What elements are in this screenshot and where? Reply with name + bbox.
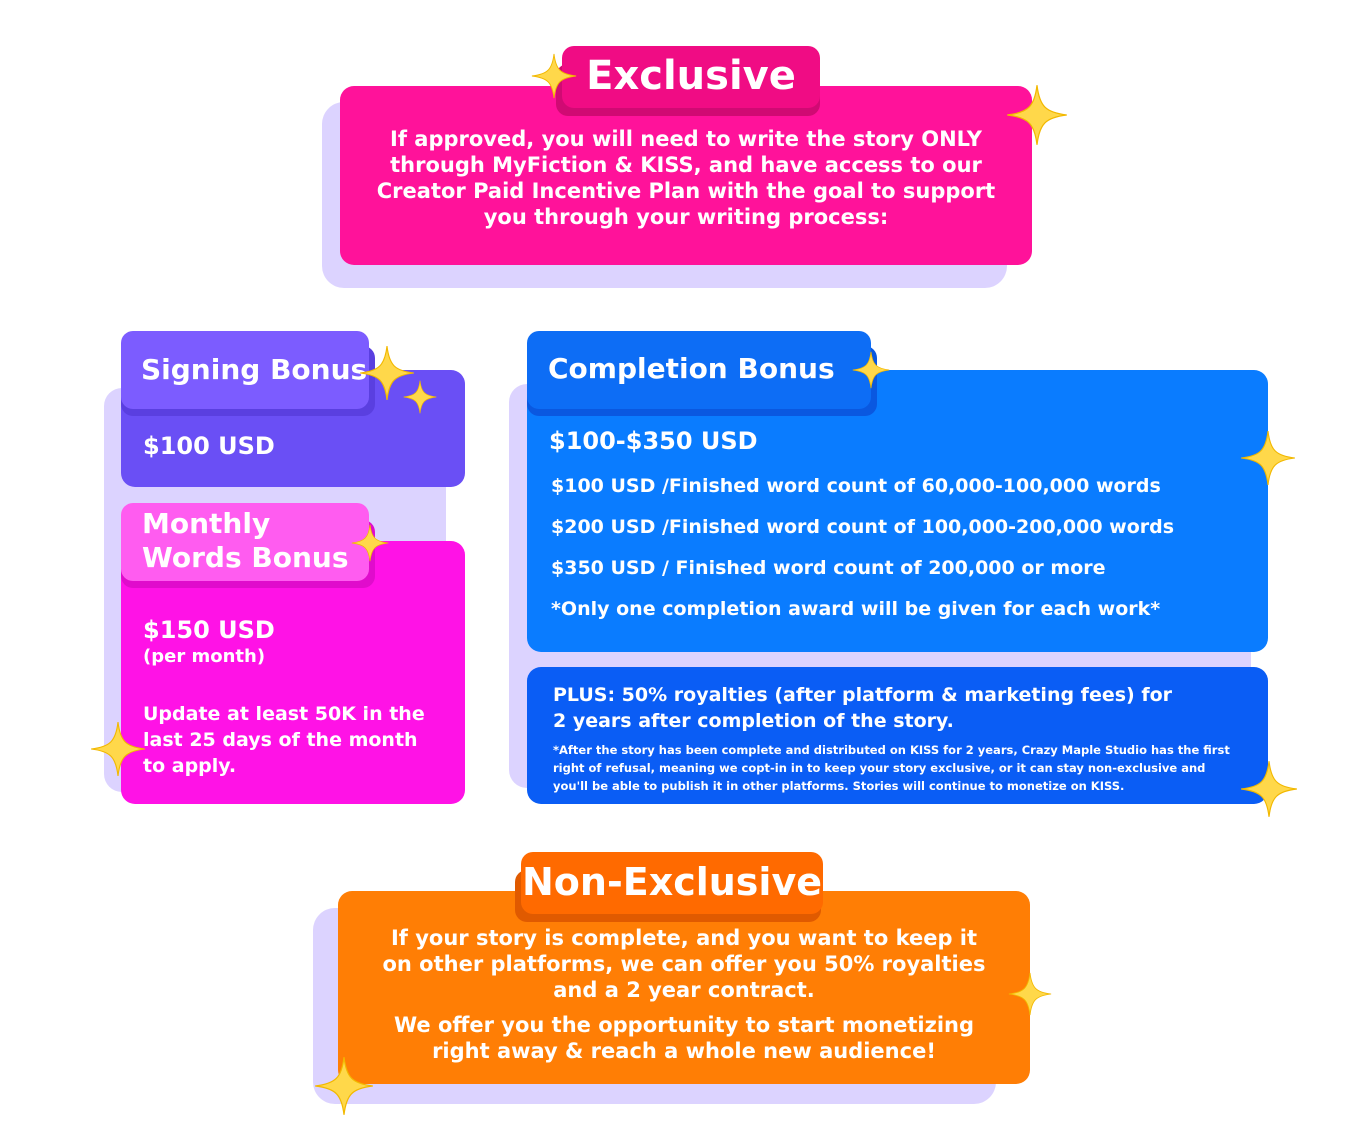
sparkle-icon xyxy=(1240,430,1296,486)
nonexclusive-line: and a 2 year contract. xyxy=(553,978,815,1002)
plus-headline-line: 2 years after completion of the story. xyxy=(553,710,954,732)
exclusive-body-line: you through your writing process: xyxy=(483,205,889,229)
signing-tab: Signing Bonus xyxy=(121,331,369,409)
signing-amount: $100 USD xyxy=(143,432,275,460)
nonexclusive-title: Non-Exclusive xyxy=(522,860,822,904)
plus-fine-line: you'll be able to publish it in other pl… xyxy=(553,779,1125,793)
exclusive-body-line: Creator Paid Incentive Plan with the goa… xyxy=(376,179,996,203)
nonexclusive-line: We offer you the opportunity to start mo… xyxy=(393,1013,975,1037)
completion-tier: $200 USD /Finished word count of 100,000… xyxy=(551,516,1175,538)
exclusive-body-line: If approved, you will need to write the … xyxy=(390,127,982,151)
monthly-title-line: Monthly xyxy=(142,507,271,540)
sparkle-icon xyxy=(351,524,389,562)
completion-range: $100-$350 USD xyxy=(549,427,758,455)
monthly-amount: $150 USD xyxy=(143,616,275,644)
nonexclusive-line: on other platforms, we can offer you 50%… xyxy=(382,952,986,976)
monthly-desc-line: Update at least 50K in the xyxy=(143,703,425,725)
monthly-title-line: Words Bonus xyxy=(142,541,349,574)
sparkle-icon xyxy=(359,345,415,401)
monthly-description: Update at least 50K in the last 25 days … xyxy=(143,701,425,779)
exclusive-title: Exclusive xyxy=(586,53,796,99)
sparkle-icon xyxy=(852,351,890,389)
monthly-period: (per month) xyxy=(143,646,266,667)
sparkle-icon xyxy=(403,380,437,414)
completion-tier: $100 USD /Finished word count of 60,000-… xyxy=(551,475,1161,497)
completion-title: Completion Bonus xyxy=(548,352,835,385)
sparkle-icon xyxy=(1008,972,1052,1016)
completion-tab: Completion Bonus xyxy=(527,331,871,409)
completion-card xyxy=(527,370,1268,652)
monthly-desc-line: last 25 days of the month xyxy=(143,729,418,751)
sparkle-icon xyxy=(531,53,577,99)
exclusive-body-line: through MyFiction & KISS, and have acces… xyxy=(390,153,982,177)
sparkle-icon xyxy=(1006,84,1068,146)
sparkle-icon xyxy=(314,1056,374,1116)
exclusive-body: If approved, you will need to write the … xyxy=(345,126,1027,230)
monthly-tab: Monthly Words Bonus xyxy=(121,503,369,581)
nonexclusive-line: If your story is complete, and you want … xyxy=(390,926,978,950)
signing-title: Signing Bonus xyxy=(141,353,368,386)
plus-fine-line: right of refusal, meaning we copt-in in … xyxy=(553,761,1206,775)
nonexclusive-para2: We offer you the opportunity to start mo… xyxy=(343,1012,1025,1064)
nonexclusive-line: right away & reach a whole new audience! xyxy=(432,1039,936,1063)
plus-card xyxy=(527,667,1268,804)
plus-headline: PLUS: 50% royalties (after platform & ma… xyxy=(553,682,1172,734)
nonexclusive-card xyxy=(338,891,1030,1084)
plus-headline-line: PLUS: 50% royalties (after platform & ma… xyxy=(553,684,1173,706)
nonexclusive-tab: Non-Exclusive xyxy=(521,852,823,914)
completion-note: *Only one completion award will be given… xyxy=(551,598,1161,620)
sparkle-icon xyxy=(1240,760,1298,818)
monthly-desc-line: to apply. xyxy=(143,755,237,777)
nonexclusive-para1: If your story is complete, and you want … xyxy=(343,925,1025,1003)
completion-tier: $350 USD / Finished word count of 200,00… xyxy=(551,557,1106,579)
plus-fine-line: *After the story has been complete and d… xyxy=(553,743,1230,757)
sparkle-icon xyxy=(90,721,146,777)
plus-fine-print: *After the story has been complete and d… xyxy=(553,741,1253,795)
exclusive-tab: Exclusive xyxy=(562,46,820,108)
